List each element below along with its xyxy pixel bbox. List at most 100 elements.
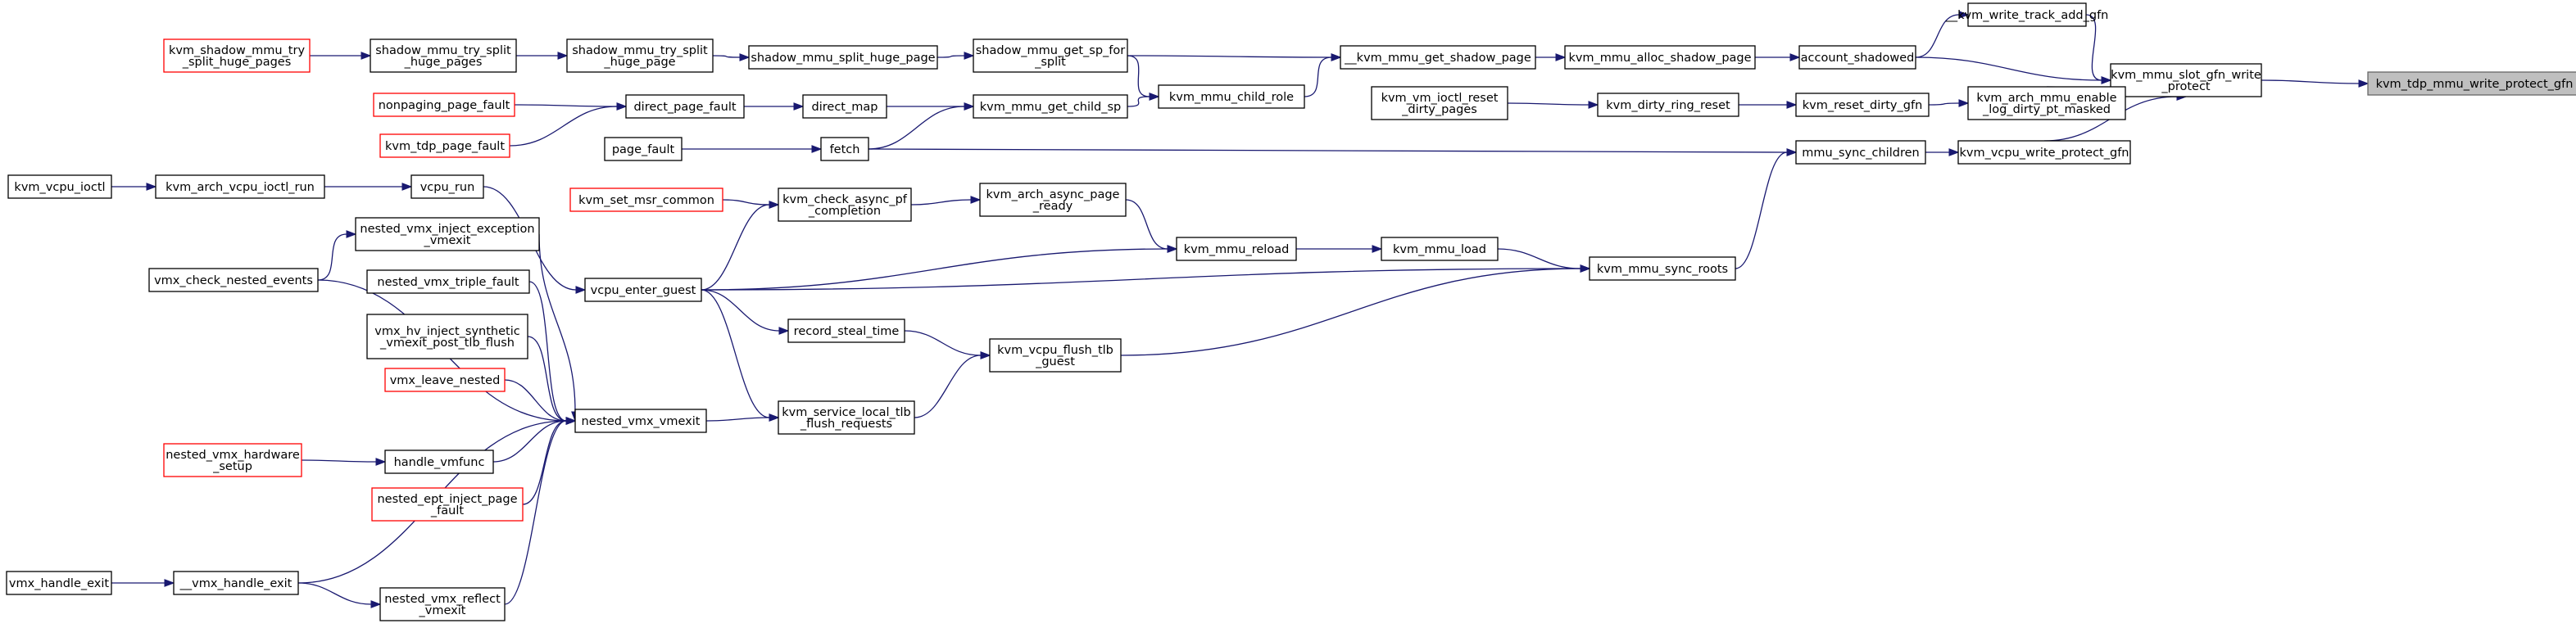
call-edge-vcpu-enter-guest-to-kvm-mmu-reload [701,245,1178,291]
node-box [373,93,515,117]
node-kvm-tdp-mmu-write-protect-gfn[interactable]: kvm_tdp_mmu_write_protect_gfn [2367,71,2576,96]
call-edge-vcpu-enter-guest-to-kvm-mmu-sync-roots [701,264,1591,291]
node-label: _fault [430,504,464,517]
node-vcpu-run[interactable]: vcpu_run [410,174,484,199]
node-vmx-leave-nested[interactable]: vmx_leave_nested [384,368,506,392]
node-box [1795,140,1926,165]
call-edge-kvm-vm-ioctl-reset-dirty-pages-to-kvm-dirty-ring-reset [1507,101,1599,109]
node-kvm-mmu-sync-roots[interactable]: kvm_mmu_sync_roots [1589,256,1736,281]
node-box [6,571,112,595]
node-kvm-mmu-reload[interactable]: kvm_mmu_reload [1176,237,1297,261]
node-kvm-service-local-tlb-flush-requests[interactable]: kvm_service_local_tlb_flush_requests [778,400,915,435]
node-fetch[interactable]: fetch [820,137,869,161]
node-label: _completion [808,205,881,218]
node-vmx-check-nested-events[interactable]: vmx_check_nested_events [148,268,319,292]
node-vcpu-enter-guest[interactable]: vcpu_enter_guest [584,278,702,302]
arrowhead [575,286,587,294]
node-box [569,187,723,212]
node-label: kvm_service_local_tlb [782,406,911,419]
edge-line [301,459,377,463]
call-edge-kvm-mmu-get-shadow-page-to-kvm-mmu-alloc-shadow-page [1535,53,1567,61]
node-box [989,338,1122,373]
arrowhead [1588,101,1599,109]
node-account-shadowed[interactable]: account_shadowed [1798,45,1916,70]
node-nested-vmx-vmexit[interactable]: nested_vmx_vmexit [574,409,707,433]
node-handle-vmfunc[interactable]: handle_vmfunc [384,450,494,474]
node-box [584,278,702,302]
node-box [384,450,494,474]
node-shadow-mmu-try-split-huge-page[interactable]: shadow_mmu_try_split_huge_page [566,38,714,73]
node-kvm-vcpu-ioctl[interactable]: kvm_vcpu_ioctl [7,174,112,199]
node-direct-page-fault[interactable]: direct_page_fault [625,94,745,119]
node-kvm-vcpu-write-protect-gfn[interactable]: kvm_vcpu_write_protect_gfn [1957,140,2131,165]
node-vmx-hv-inject-synthetic-vmexit-post-tlb-flush[interactable]: vmx_hv_inject_synthetic_vmexit_post_tlb_… [366,314,528,359]
node-shadow-mmu-get-sp-for-split[interactable]: shadow_mmu_get_sp_for_split [973,38,1128,73]
node-kvm-mmu-alloc-shadow-page[interactable]: kvm_mmu_alloc_shadow_page [1564,45,1756,70]
node-nested-vmx-hardware-setup[interactable]: nested_vmx_hardware_setup [163,443,302,477]
node-kvm-arch-async-page-ready[interactable]: kvm_arch_async_page_ready [979,183,1127,217]
node-label: vmx_hv_inject_synthetic [374,325,519,338]
node-record-steal-time[interactable]: record_steal_time [787,319,905,343]
arrowhead [1167,245,1178,253]
node-kvm-mmu-get-shadow-page[interactable]: __kvm_mmu_get_shadow_page [1340,45,1536,70]
node-label: kvm_mmu_get_child_sp [980,101,1122,114]
arrowhead [370,600,382,608]
node-kvm-arch-vcpu-ioctl-run[interactable]: kvm_arch_vcpu_ioctl_run [155,174,325,199]
node-kvm-shadow-mmu-try-split-huge-pages[interactable]: kvm_shadow_mmu_try_split_huge_pages [163,38,311,73]
node-label: kvm_check_async_pf [782,193,908,206]
node-kvm-check-async-pf-completion[interactable]: kvm_check_async_pf_completion [778,187,912,222]
node-kvm-mmu-child-role[interactable]: kvm_mmu_child_role [1158,84,1305,109]
edge-line [504,420,567,605]
node-direct-map[interactable]: direct_map [802,94,887,119]
node-kvm-write-track-add-gfn[interactable]: __kvm_write_track_add_gfn [1945,2,2109,27]
edge-line [527,336,567,422]
call-edge-fetch-to-mmu-sync-children [868,148,1798,156]
node-label: shadow_mmu_split_huge_page [751,52,935,65]
node-box [148,268,319,292]
node-mmu-sync-children[interactable]: mmu_sync_children [1795,140,1926,165]
node-kvm-set-msr-common[interactable]: kvm_set_msr_common [569,187,723,212]
call-edge-nested-vmx-hardware-setup-to-handle-vmfunc [301,458,387,466]
node-kvm-mmu-load[interactable]: kvm_mmu_load [1381,237,1499,261]
node-box [1967,86,2126,120]
node-label: vcpu_run [420,181,475,194]
node-box [979,183,1127,217]
node-nonpaging-page-fault[interactable]: nonpaging_page_fault [373,93,515,117]
node-page-fault[interactable]: page_fault [604,137,683,161]
arrowhead [616,102,628,111]
node-kvm-vm-ioctl-reset-dirty-pages[interactable]: kvm_vm_ioctl_reset_dirty_pages [1371,86,1508,120]
node-kvm-reset-dirty-gfn[interactable]: kvm_reset_dirty_gfn [1795,93,1930,117]
node-box [155,174,325,199]
edge-line [722,199,770,206]
arrowhead [1958,11,1970,19]
node-shadow-mmu-try-split-huge-pages[interactable]: shadow_mmu_try_split_huge_pages [370,38,517,73]
edge-line [1127,55,1332,58]
node-nested-ept-inject-page-fault[interactable]: nested_ept_inject_page_fault [371,487,524,522]
node-kvm-tdp-page-fault[interactable]: kvm_tdp_page_fault [379,133,510,158]
node-nested-vmx-triple-fault[interactable]: nested_vmx_triple_fault [366,269,530,294]
call-edge-vmx-handle-exit-to-nested-vmx-reflect-vmexit [297,582,382,608]
node-kvm-arch-mmu-enable-log-dirty-pt-masked[interactable]: kvm_arch_mmu_enable_log_dirty_pt_masked [1967,86,2126,120]
node-vmx-handle-exit[interactable]: __vmx_handle_exit [173,571,299,595]
node-label: _setup [212,460,252,473]
node-kvm-dirty-ring-reset[interactable]: kvm_dirty_ring_reset [1597,93,1739,117]
node-kvm-vcpu-flush-tlb-guest[interactable]: kvm_vcpu_flush_tlb_guest [989,338,1122,373]
edge-line [1125,199,1168,250]
node-label: __kvm_write_track_add_gfn [1945,9,2109,22]
call-edge-kvm-arch-vcpu-ioctl-run-to-vcpu-run [324,183,413,191]
edge-line [910,199,972,206]
node-label: _protect [2161,80,2211,93]
node-vmx-handle-exit[interactable]: vmx_handle_exit [6,571,112,595]
node-shadow-mmu-split-huge-page[interactable]: shadow_mmu_split_huge_page [748,45,938,70]
call-edge-kvm-check-async-pf-completion-to-kvm-arch-async-page-ready [910,196,982,206]
node-kvm-mmu-get-child-sp[interactable]: kvm_mmu_get_child_sp [973,94,1128,119]
node-box [1798,45,1916,70]
node-nested-vmx-reflect-vmexit[interactable]: nested_vmx_reflect_vmexit [379,587,506,621]
node-kvm-mmu-slot-gfn-write-protect[interactable]: kvm_mmu_slot_gfn_write_protect [2110,63,2262,97]
node-box [802,94,887,119]
edge-line [528,281,567,422]
node-label: _split_huge_pages [182,56,292,69]
arrowhead [1786,101,1798,109]
call-edge-kvm-write-track-add-gfn-to-kvm-mmu-slot-gfn-write-protect [2085,14,2112,84]
node-nested-vmx-inject-exception-vmexit[interactable]: nested_vmx_inject_exception_vmexit [355,217,540,251]
